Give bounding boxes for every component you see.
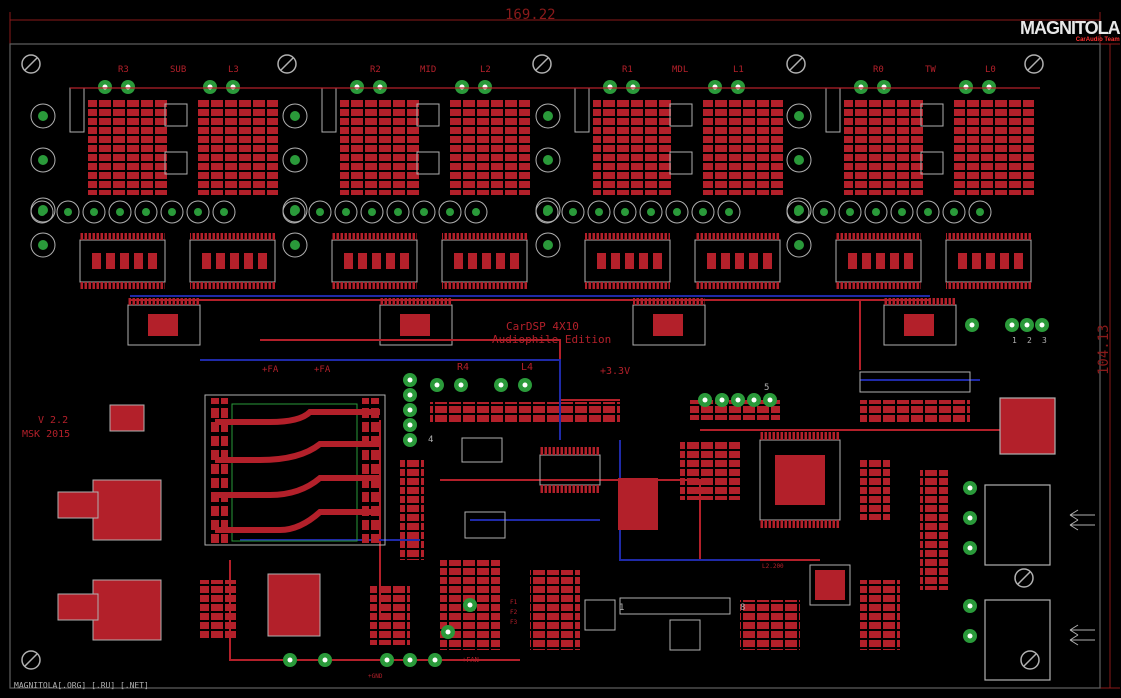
logo-text: MAGNITOLA bbox=[1020, 18, 1121, 38]
channel-group bbox=[535, 80, 783, 346]
arrow-marks bbox=[1069, 509, 1095, 646]
channel-label: MDL bbox=[672, 65, 688, 75]
channel-group bbox=[282, 80, 530, 346]
label-fa-1: +FA bbox=[262, 365, 279, 375]
label-f1: F1 bbox=[510, 599, 518, 606]
channel-label: L2 bbox=[480, 65, 491, 75]
board-title: CarDSP 4X10 bbox=[506, 320, 579, 333]
channel-group bbox=[786, 80, 1034, 346]
channel-label: L3 bbox=[228, 65, 239, 75]
channel-label: R2 bbox=[370, 65, 381, 75]
pin-label-1: 1 bbox=[619, 603, 624, 613]
channel-label: TW bbox=[925, 65, 936, 75]
channel-label: L0 bbox=[985, 65, 996, 75]
label-fan: +FAN bbox=[462, 656, 479, 664]
board-author: MSK 2015 bbox=[22, 429, 70, 440]
channel-label: R3 bbox=[118, 65, 129, 75]
mounting-holes bbox=[21, 54, 1044, 670]
board-subtitle: Audiophile Edition bbox=[492, 333, 611, 346]
width-dimension: 169.22 bbox=[505, 7, 556, 23]
channel-label: MID bbox=[420, 65, 436, 75]
label-l2200: L2.200 bbox=[762, 563, 784, 570]
label-r4: R4 bbox=[457, 362, 469, 373]
height-dimension: 104.13 bbox=[1096, 324, 1112, 375]
label-l4: L4 bbox=[521, 362, 533, 373]
board-footer: MAGNITOLA[.ORG] [.RU] [.NET] bbox=[14, 681, 149, 690]
pad-rows bbox=[283, 318, 1049, 667]
brand-logo: MAGNITOLA CarAudio Team bbox=[1020, 18, 1121, 43]
jumper-label-3: 3 bbox=[1042, 336, 1047, 345]
channel-label: SUB bbox=[170, 65, 186, 75]
label-3v3: +3.3V bbox=[600, 366, 630, 377]
channel-group bbox=[30, 80, 278, 346]
main-ics bbox=[461, 432, 851, 651]
channel-groups bbox=[30, 80, 1034, 346]
power-module bbox=[204, 394, 386, 546]
pin-label-5: 5 bbox=[764, 383, 769, 393]
smd-fields bbox=[200, 400, 970, 650]
rca-connectors bbox=[984, 397, 1056, 681]
channel-labels: R3 SUB L3 R2 MID L2 R1 MDL L1 R0 TW L0 bbox=[118, 65, 996, 75]
header-pins bbox=[619, 371, 971, 615]
label-fa-2: +FA bbox=[314, 365, 331, 375]
jumper-label-1: 1 bbox=[1012, 336, 1017, 345]
pin-label-4: 4 bbox=[428, 435, 433, 445]
label-f3: F3 bbox=[510, 619, 518, 626]
label-f2: F2 bbox=[510, 609, 518, 616]
channel-label: R1 bbox=[622, 65, 633, 75]
channel-label: R0 bbox=[873, 65, 884, 75]
regulators bbox=[57, 404, 321, 641]
board-version: V 2.2 bbox=[38, 415, 68, 426]
logo-subtext: CarAudio Team bbox=[1075, 37, 1120, 43]
pin-label-8: 8 bbox=[740, 603, 745, 613]
channel-label: L1 bbox=[733, 65, 744, 75]
label-gnd: +GND bbox=[368, 673, 383, 680]
jumper-label-2: 2 bbox=[1027, 336, 1032, 345]
